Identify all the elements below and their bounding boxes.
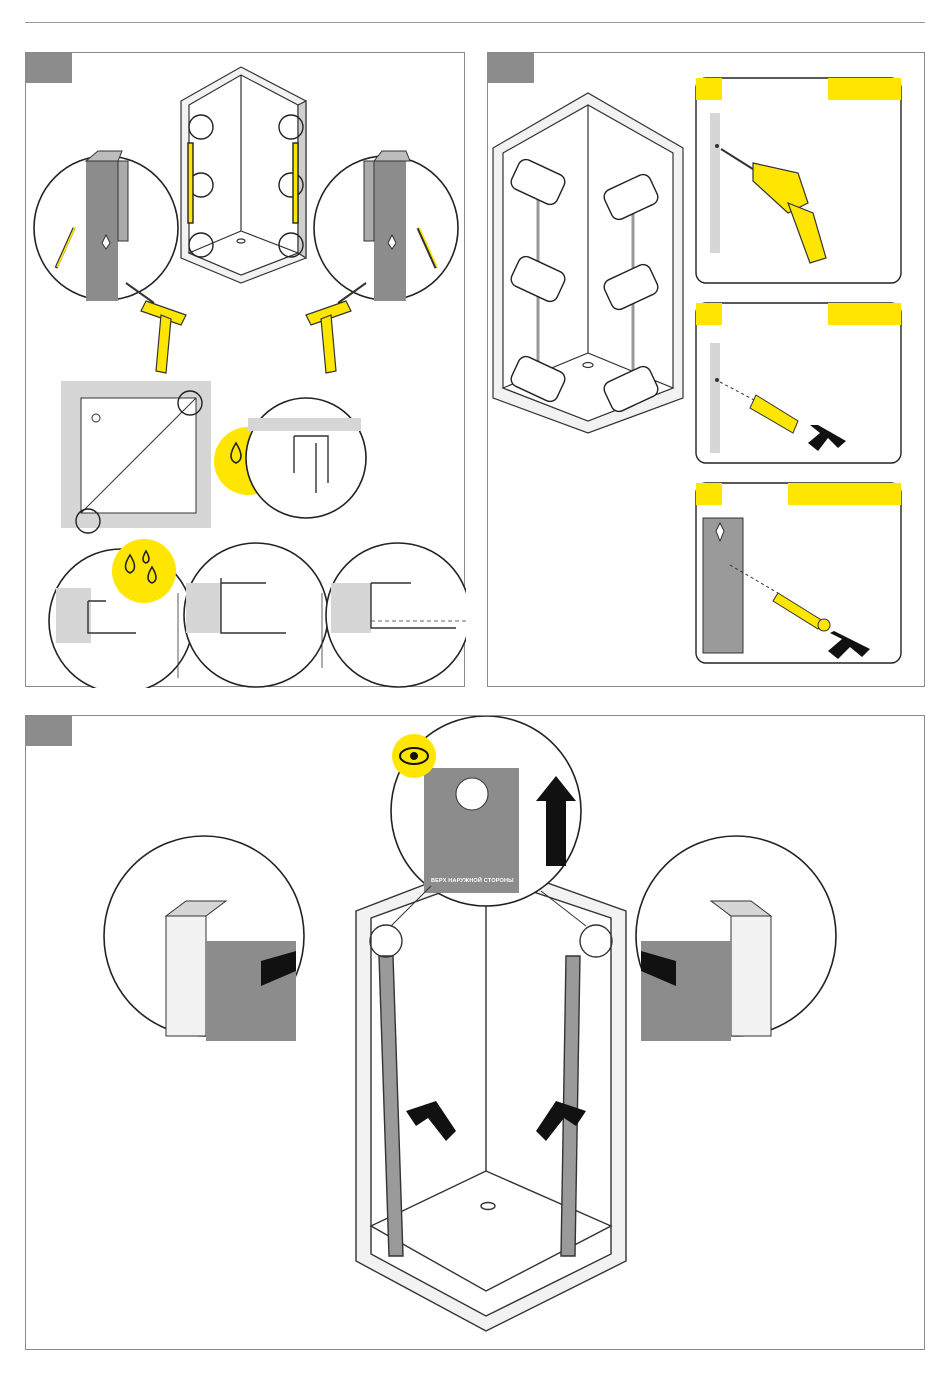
panel-b-illustration xyxy=(488,53,926,688)
hammer-icon xyxy=(306,283,366,373)
drop-icon xyxy=(112,539,176,603)
detail-circle-3 xyxy=(322,543,466,687)
panel-a-illustration xyxy=(26,53,466,688)
detail-circle-seal xyxy=(246,398,366,518)
zoom-circle-left xyxy=(104,836,304,1041)
zoom-circle-left xyxy=(34,151,178,301)
zoom-circle-right xyxy=(636,836,836,1041)
hammer-icon xyxy=(126,283,186,373)
panel-c-illustration: ВЕРХ НАРУЖНОЙ СТОРОНЫ xyxy=(26,716,926,1351)
zoom-circle-right xyxy=(314,151,458,301)
enclosure-top-view xyxy=(181,67,306,283)
card-label: ВЕРХ НАРУЖНОЙ СТОРОНЫ xyxy=(431,876,514,884)
detail-circle-2 xyxy=(178,543,328,687)
top-rule xyxy=(25,22,925,23)
substep-screw xyxy=(696,483,901,663)
substep-drill xyxy=(696,78,901,283)
panel-step-b xyxy=(487,52,925,687)
panel-step-c: ВЕРХ НАРУЖНОЙ СТОРОНЫ xyxy=(25,715,925,1350)
enclosure-main xyxy=(356,861,626,1331)
panel-step-a xyxy=(25,52,465,687)
substep-wall-plug xyxy=(696,303,901,463)
tray-plan-view xyxy=(61,381,211,533)
eye-icon xyxy=(392,734,436,778)
